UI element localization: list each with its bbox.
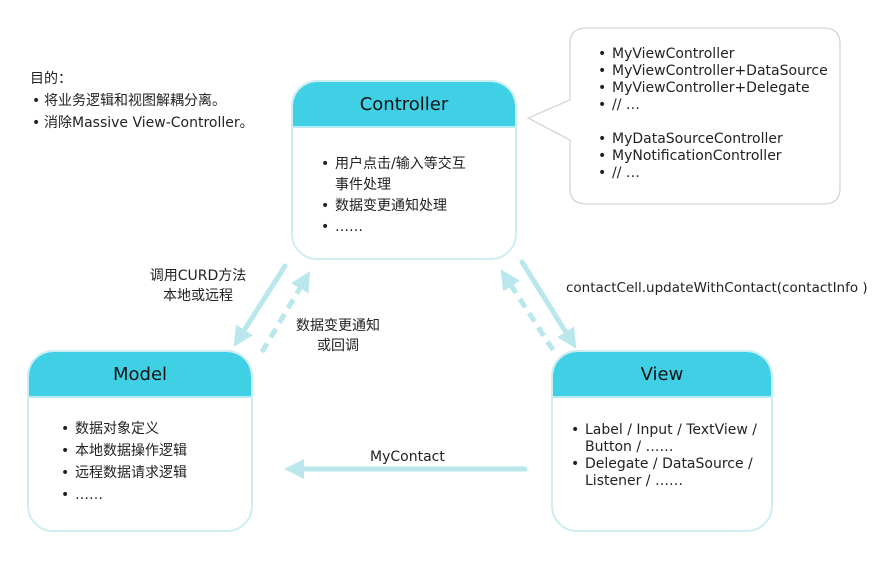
view-item: Label / Input / TextView / — [571, 422, 771, 439]
controller-item-continued: 事件处理 — [335, 177, 391, 193]
view-title: View — [553, 352, 771, 398]
model-title: Model — [29, 352, 251, 398]
edge-label-line: 本地或远程 — [163, 288, 233, 304]
file-item: // … — [598, 165, 828, 182]
file-item: // … — [598, 97, 828, 114]
goals-list: 将业务逻辑和视图解耦分离。 消除Massive View-Controller。 — [30, 90, 254, 134]
controller-box: Controller 用户点击/输入等交互 事件处理 数据变更通知处理 …… — [291, 80, 517, 260]
model-box: Model 数据对象定义 本地数据操作逻辑 远程数据请求逻辑 …… — [27, 350, 253, 532]
view-item-continued: Button / …… — [585, 439, 674, 455]
edge-label-line: 调用CURD方法 — [149, 268, 247, 284]
file-item: MyViewController — [598, 46, 828, 63]
view-box: View Label / Input / TextView / Button /… — [551, 350, 773, 532]
model-item: 本地数据操作逻辑 — [61, 440, 251, 462]
model-responsibilities: 数据对象定义 本地数据操作逻辑 远程数据请求逻辑 …… — [61, 418, 251, 506]
goal-item: 将业务逻辑和视图解耦分离。 — [30, 90, 254, 112]
model-item: …… — [61, 484, 251, 506]
file-item: MyNotificationController — [598, 148, 828, 165]
view-item: Delegate / DataSource / — [571, 456, 771, 473]
goal-item: 消除Massive View-Controller。 — [30, 112, 254, 134]
file-item: MyDataSourceController — [598, 131, 828, 148]
controller-files-list: MyViewController MyViewController+DataSo… — [598, 46, 828, 182]
edge-label-controller-to-model: 调用CURD方法 本地或远程 — [138, 266, 258, 306]
edge-label-view-to-model: MyContact — [370, 449, 445, 465]
goals-title: 目的： — [30, 71, 72, 87]
edge-label-controller-to-view: contactCell.updateWithContact(contactInf… — [566, 280, 868, 296]
model-item: 数据对象定义 — [61, 418, 251, 440]
file-item: MyViewController+Delegate — [598, 80, 828, 97]
view-responsibilities: Label / Input / TextView / Button / …… D… — [571, 422, 771, 490]
controller-item: …… — [321, 217, 515, 238]
arrow-controller-to-model — [233, 263, 288, 347]
controller-responsibilities: 用户点击/输入等交互 事件处理 数据变更通知处理 …… — [321, 154, 515, 238]
edge-label-line: 或回调 — [317, 338, 359, 354]
file-item: MyViewController+DataSource — [598, 63, 828, 80]
controller-item: 用户点击/输入等交互 — [321, 154, 515, 175]
arrow-view-to-controller — [500, 269, 556, 352]
goals: 目的： 将业务逻辑和视图解耦分离。 消除Massive View-Control… — [30, 68, 254, 134]
controller-title: Controller — [293, 82, 515, 128]
arrow-controller-to-view — [519, 259, 577, 349]
view-item-continued: Listener / …… — [585, 473, 683, 489]
arrow-model-to-controller — [259, 271, 311, 354]
edge-label-model-to-controller: 数据变更通知 或回调 — [278, 316, 398, 356]
controller-item: 数据变更通知处理 — [321, 196, 515, 217]
edge-label-line: 数据变更通知 — [296, 318, 380, 334]
model-item: 远程数据请求逻辑 — [61, 462, 251, 484]
